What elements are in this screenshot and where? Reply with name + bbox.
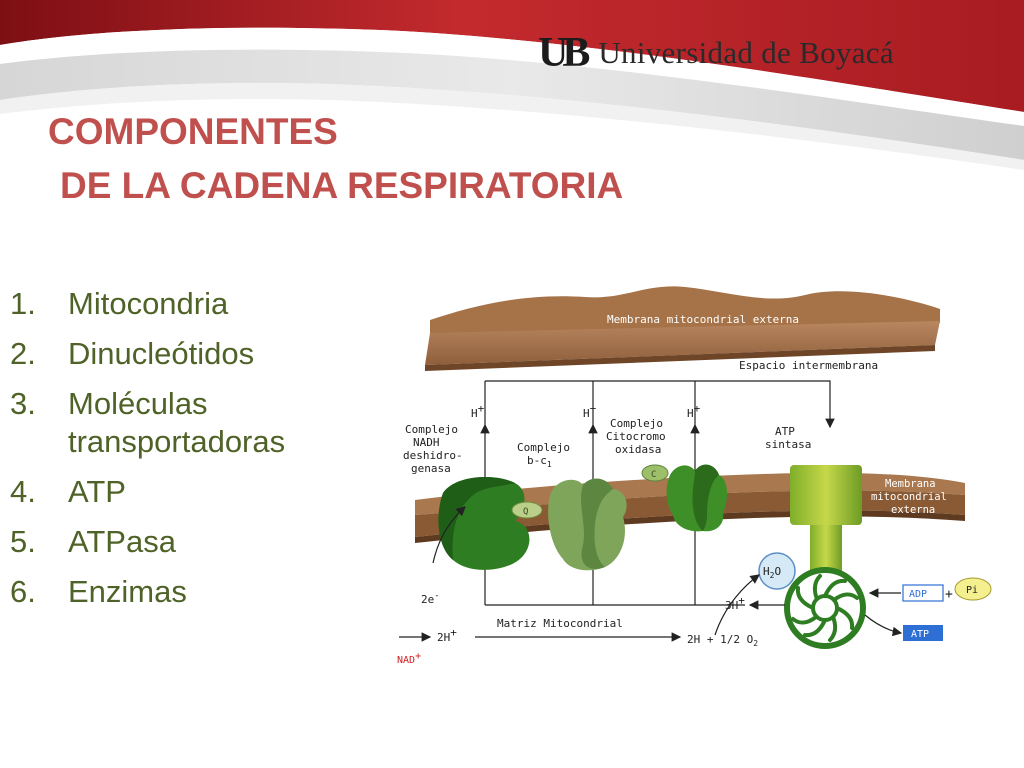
atp-synthase-label: ATP sintasa <box>765 425 811 451</box>
c-label: C <box>651 470 656 480</box>
atp-label: ATP <box>911 629 929 640</box>
svg-text:Complejo: Complejo <box>405 423 458 436</box>
list-number: 1. <box>10 286 36 321</box>
list-item: 3. Moléculas transportadoras <box>10 385 368 461</box>
atp-synthase-head <box>790 465 862 525</box>
respiratory-chain-diagram: Membrana mitocondrial externa Espacio in… <box>397 286 992 666</box>
banner-grey-fade <box>0 82 1024 170</box>
outer-membrane-top <box>430 286 940 335</box>
proton-label: H+ <box>583 402 597 420</box>
list-item: 4. ATP <box>10 473 368 511</box>
complex-cyto-label: Complejo Citocromo oxidasa <box>606 417 666 456</box>
proton-label: H+ <box>471 402 485 420</box>
components-list: 1. Mitocondria 2. Dinucleótidos 3. Molécula… <box>10 285 368 623</box>
svg-text:Membrana: Membrana <box>885 478 936 490</box>
complex-bc1-label: Complejo b-c1 <box>517 441 570 469</box>
list-number: 4. <box>10 474 36 509</box>
logo-mark: UB <box>538 30 590 76</box>
list-item: 1. Mitocondria <box>10 285 368 323</box>
complex-bc1-shade <box>581 478 613 569</box>
adp-box <box>902 584 944 602</box>
svg-text:NADH: NADH <box>413 436 440 449</box>
banner-grey-swoosh <box>0 49 1024 160</box>
matrix-label: Matriz Mitocondrial <box>497 617 623 630</box>
water-label: H2O <box>763 565 781 580</box>
title-line-1: COMPONENTES <box>48 111 338 152</box>
outer-membrane-edge <box>425 345 935 371</box>
list-text: Mitocondria <box>68 286 229 321</box>
university-logo: UB Universidad de Boyacá <box>538 30 894 76</box>
svg-text:b-c1: b-c1 <box>527 454 552 469</box>
outer-membrane-face <box>425 321 940 365</box>
pi-ellipse <box>954 577 992 601</box>
header-banner <box>0 0 1024 170</box>
atp-box <box>903 625 943 641</box>
two-h-label: 2H+ <box>437 626 457 644</box>
svg-text:oxidasa: oxidasa <box>615 443 661 456</box>
list-number: 3. <box>10 386 36 421</box>
list-item: 5. ATPasa <box>10 523 368 561</box>
title-line-2: DE LA CADENA RESPIRATORIA <box>60 165 624 206</box>
list-number: 2. <box>10 336 36 371</box>
svg-text:Complejo: Complejo <box>610 417 663 430</box>
complex-nadh-shade <box>438 477 515 560</box>
list-text: Enzimas <box>68 574 187 609</box>
svg-text:externa: externa <box>891 504 935 516</box>
electron-curve <box>432 506 466 564</box>
svg-text:deshidro-: deshidro- <box>403 449 463 462</box>
oxygen-reaction-label: 2H + 1/2 O2 <box>687 633 758 648</box>
q-label: Q <box>523 507 528 517</box>
list-item: 6. Enzimas <box>10 573 368 611</box>
plus-sign: + <box>945 587 953 602</box>
svg-text:genasa: genasa <box>411 462 451 475</box>
banner-red-swoosh <box>0 0 1024 112</box>
three-h-label: 3H+ <box>725 594 745 612</box>
svg-text:Citocromo: Citocromo <box>606 430 666 443</box>
water-arrow <box>714 574 760 636</box>
outer-membrane-label: Membrana mitocondrial externa <box>607 313 799 326</box>
electrons-label: 2e- <box>421 591 440 606</box>
inner-membrane-label: Membrana mitocondrial externa <box>871 478 947 516</box>
list-text: ATP <box>68 474 126 509</box>
list-text: ATPasa <box>68 524 176 559</box>
list-text: Moléculas transportadoras <box>68 386 286 459</box>
list-number: 6. <box>10 574 36 609</box>
svg-text:ATP: ATP <box>775 425 795 438</box>
university-name: Universidad de Boyacá <box>598 35 894 70</box>
list-number: 5. <box>10 524 36 559</box>
atp-arrow <box>864 614 903 637</box>
complex-nadh-label: Complejo NADH deshidro- genasa <box>403 423 463 475</box>
banner-white-band <box>0 27 1024 127</box>
svg-text:Complejo: Complejo <box>517 441 570 454</box>
c-carrier <box>641 464 669 482</box>
svg-text:sintasa: sintasa <box>765 438 811 451</box>
list-text: Dinucleótidos <box>68 336 255 371</box>
svg-text:mitocondrial: mitocondrial <box>871 491 947 503</box>
intermembrane-space-label: Espacio intermembrana <box>739 359 878 372</box>
list-item: 2. Dinucleótidos <box>10 335 368 373</box>
atp-synthase-rotor-blades <box>791 574 859 642</box>
water-molecule <box>758 552 796 590</box>
atp-synthase-rotor <box>784 567 866 649</box>
q-carrier <box>511 501 543 519</box>
nad-label: NAD+ <box>397 651 421 666</box>
intermembrane-path <box>485 380 835 429</box>
adp-label: ADP <box>909 589 927 600</box>
complex-cyto-shade <box>692 464 719 531</box>
proton-label: H+ <box>687 402 701 420</box>
pi-label: Pi <box>966 585 978 596</box>
